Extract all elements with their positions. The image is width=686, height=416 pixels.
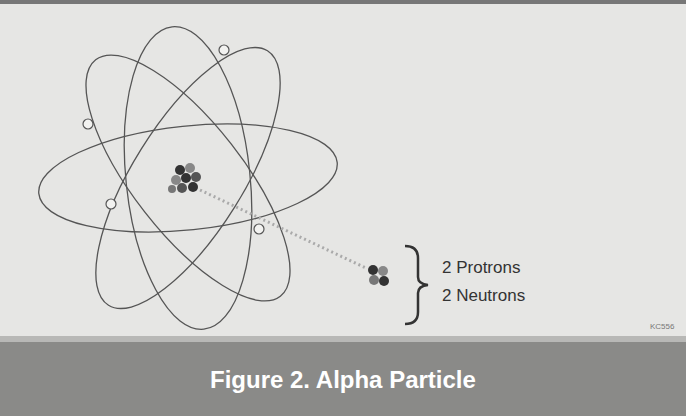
particle-label: 2 Neutrons (442, 286, 525, 306)
nucleus (168, 163, 201, 193)
electron-orbits (33, 20, 342, 335)
electrons (83, 45, 264, 234)
caption-band (0, 340, 686, 416)
alpha-trail (200, 190, 366, 268)
figure-code: KC556 (650, 322, 674, 331)
caption-band-edge (0, 336, 686, 342)
figure-caption: Figure 2. Alpha Particle (210, 366, 476, 394)
particle-label: 2 Protrons (442, 258, 520, 278)
top-rule (0, 0, 686, 4)
alpha-particle (368, 265, 389, 286)
bracket (405, 246, 428, 324)
